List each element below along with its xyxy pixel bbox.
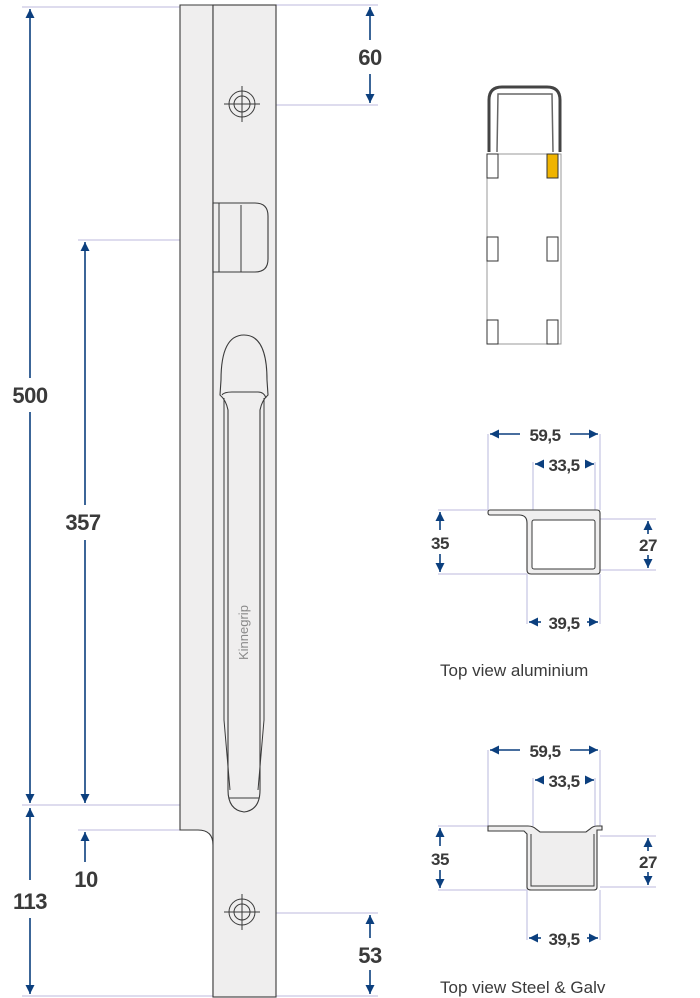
handle: Kinnegrip <box>219 334 269 813</box>
dimension-total-height: 500 <box>12 9 48 803</box>
lock-body: Kinnegrip <box>179 4 277 998</box>
dimension-label-113: 113 <box>13 889 47 914</box>
dimension-label-height-box: 27 <box>639 536 657 555</box>
truck-position-diagram <box>486 85 562 345</box>
dimension-top-hole: 60 <box>358 7 382 103</box>
bottom-mounting-hole <box>224 894 260 930</box>
dimension-label-500: 500 <box>12 383 47 408</box>
caption-aluminium: Top view aluminium <box>440 661 588 680</box>
latch-block <box>212 202 269 273</box>
dimension-label-height-total: 35 <box>431 850 449 869</box>
dimension-bottom-hole: 53 <box>358 915 382 994</box>
dimension-label-height-total: 35 <box>431 534 449 553</box>
dimension-label-60: 60 <box>358 45 382 70</box>
top-mounting-hole <box>224 86 260 122</box>
dimension-offset: 10 <box>74 832 98 892</box>
dimension-label-53: 53 <box>358 943 382 968</box>
caption-steel: Top view Steel & Galv <box>440 978 606 997</box>
dimension-label-width-inner: 33,5 <box>548 456 579 475</box>
highlight-position <box>546 153 559 179</box>
brand-mark: Kinnegrip <box>236 605 251 660</box>
dimension-label-width-box: 39,5 <box>548 614 579 633</box>
dimension-label-357: 357 <box>65 510 100 535</box>
dimension-label-width-box: 39,5 <box>548 930 579 949</box>
dimension-label-width-total: 59,5 <box>529 426 560 445</box>
dimension-label-width-total: 59,5 <box>529 742 560 761</box>
profile-aluminium: 59,5 33,5 39,5 35 27 Top view aluminium <box>431 426 657 680</box>
dimension-label-width-inner: 33,5 <box>548 772 579 791</box>
dimension-handle-height: 357 <box>65 242 101 803</box>
dimension-label-height-box: 27 <box>639 853 657 872</box>
profile-steel: 59,5 33,5 39,5 35 27 Top view Steel & Ga… <box>431 742 657 997</box>
dimension-bottom-section: 113 <box>13 808 48 994</box>
dimension-label-10: 10 <box>74 867 98 892</box>
